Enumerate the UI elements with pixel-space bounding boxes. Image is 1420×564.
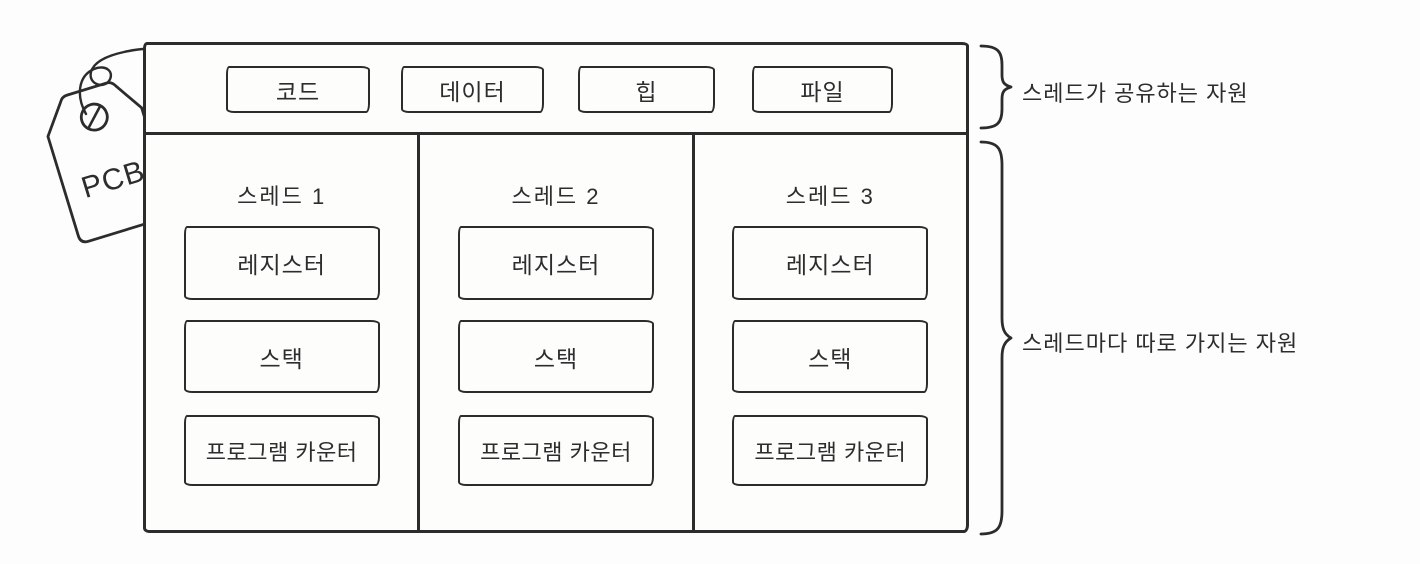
shared-resources-brace-icon [979,44,1013,130]
thread-title: 스레드 3 [785,184,875,209]
pcb-tag: PCB [46,47,175,244]
shared-resource-label: 코드 [275,78,321,105]
shared-resource-box-heap: 힙 [578,66,715,113]
shared-resource-box-code: 코드 [226,66,370,113]
thread-resource-box-stack: 스택 [457,320,654,393]
resource-label: 프로그램 카운터 [205,439,358,465]
thread-title: 스레드 2 [511,184,601,209]
pcb-tag-label: PCB [78,155,150,205]
resource-label: 레지스터 [511,252,601,278]
thread-title: 스레드 1 [237,184,327,209]
shared-resources-annotation: 스레드가 공유하는 자원 [1022,81,1249,106]
threads-section: 스레드 1 레지스터 스택 프로그램 카운터 스레드 2 레지스터 스택 [146,135,966,533]
thread-resource-box-register: 레지스터 [732,226,929,300]
shared-resource-box-file: 파일 [752,66,893,113]
resource-label: 프로그램 카운터 [754,439,907,465]
resource-label: 스택 [259,345,304,372]
shared-resource-label: 파일 [800,78,845,105]
thread-column-2: 스레드 2 레지스터 스택 프로그램 카운터 [420,135,695,533]
thread-column-1: 스레드 1 레지스터 스택 프로그램 카운터 [146,135,421,533]
resource-label: 스택 [808,345,853,372]
process-box: 코드 데이터 힙 파일 스레드 1 레지스터 스택 [143,42,969,533]
thread-resource-box-register: 레지스터 [457,226,654,300]
thread-resource-box-register: 레지스터 [183,226,380,300]
per-thread-resources-brace-icon [979,140,1013,536]
thread-resource-box-stack: 스택 [183,320,380,393]
resource-label: 레지스터 [237,252,326,278]
tag-string [78,47,147,116]
thread-resource-box-program-counter: 프로그램 카운터 [457,415,654,486]
resource-label: 스택 [533,345,579,372]
thread-column-3: 스레드 3 레지스터 스택 프로그램 카운터 [695,135,966,533]
resource-label: 레지스터 [785,252,875,278]
shared-resource-label: 데이터 [439,78,506,105]
thread-resource-box-stack: 스택 [732,320,929,393]
per-thread-resources-annotation: 스레드마다 따로 가지는 자원 [1022,331,1299,356]
thread-resource-box-program-counter: 프로그램 카운터 [732,415,929,486]
tag-hole-icon [79,102,109,132]
shared-resource-label: 힙 [635,78,658,105]
resource-label: 프로그램 카운터 [480,439,632,465]
shared-resource-box-data: 데이터 [401,66,544,113]
thread-resource-box-program-counter: 프로그램 카운터 [183,415,380,486]
shared-resources-section: 코드 데이터 힙 파일 [146,45,966,135]
